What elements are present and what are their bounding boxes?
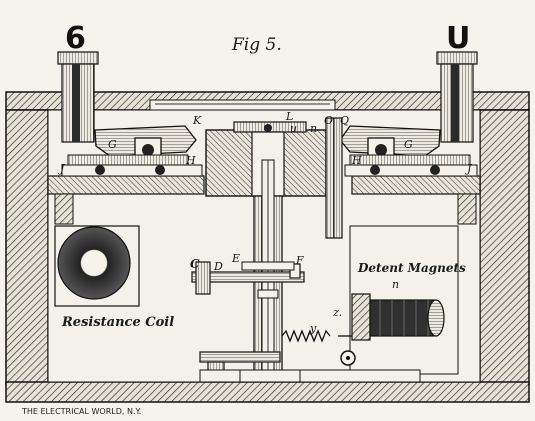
- detent-magnets-label: Detent Magnets: [357, 261, 466, 275]
- ratchet-assembly: [191, 261, 305, 299]
- contact-lever-right: [339, 125, 478, 177]
- terminal-label-right: U: [446, 21, 470, 56]
- letter-g-left: G: [108, 138, 117, 151]
- figure-title: Fig 5.: [231, 35, 282, 55]
- letter-j-left: J: [58, 162, 65, 175]
- letter-g-right: G: [404, 138, 413, 151]
- letter-n-top: n: [310, 122, 317, 135]
- terminal-label-left: 6: [65, 21, 86, 56]
- letter-h-right: H: [351, 154, 362, 167]
- detent-column: [325, 117, 343, 239]
- letter-k: K: [192, 114, 202, 127]
- contact-lever-left: [61, 125, 203, 177]
- letter-d: D: [213, 260, 223, 273]
- spring-y: [281, 329, 352, 343]
- letter-l: L: [285, 110, 293, 123]
- letter-n: n: [392, 278, 399, 291]
- letter-q: Q: [340, 114, 349, 127]
- letter-h-left: H: [185, 154, 196, 167]
- upper-shelf: [47, 175, 481, 225]
- terminal-post-right: [436, 51, 478, 143]
- resistance-coil: [54, 225, 140, 307]
- credit-line: THE ELECTRICAL WORLD, N.Y.: [21, 407, 141, 416]
- letter-j-right: J: [465, 162, 472, 175]
- letter-z: z.: [332, 306, 342, 319]
- letter-c: C: [190, 257, 200, 271]
- letter-o: O: [324, 114, 333, 127]
- letter-e: E: [231, 252, 240, 265]
- letter-u: u: [290, 122, 297, 135]
- terminal-post-left: [57, 51, 99, 143]
- lower-bracket: [199, 351, 421, 383]
- letter-f: F: [295, 254, 304, 267]
- letter-y: y: [309, 322, 317, 335]
- resistance-coil-label: Resistance Coil: [61, 315, 174, 330]
- letter-callouts: K L O Q u n G G J J H H C D E F z. y n: [58, 110, 472, 335]
- detent-magnets: [340, 225, 459, 375]
